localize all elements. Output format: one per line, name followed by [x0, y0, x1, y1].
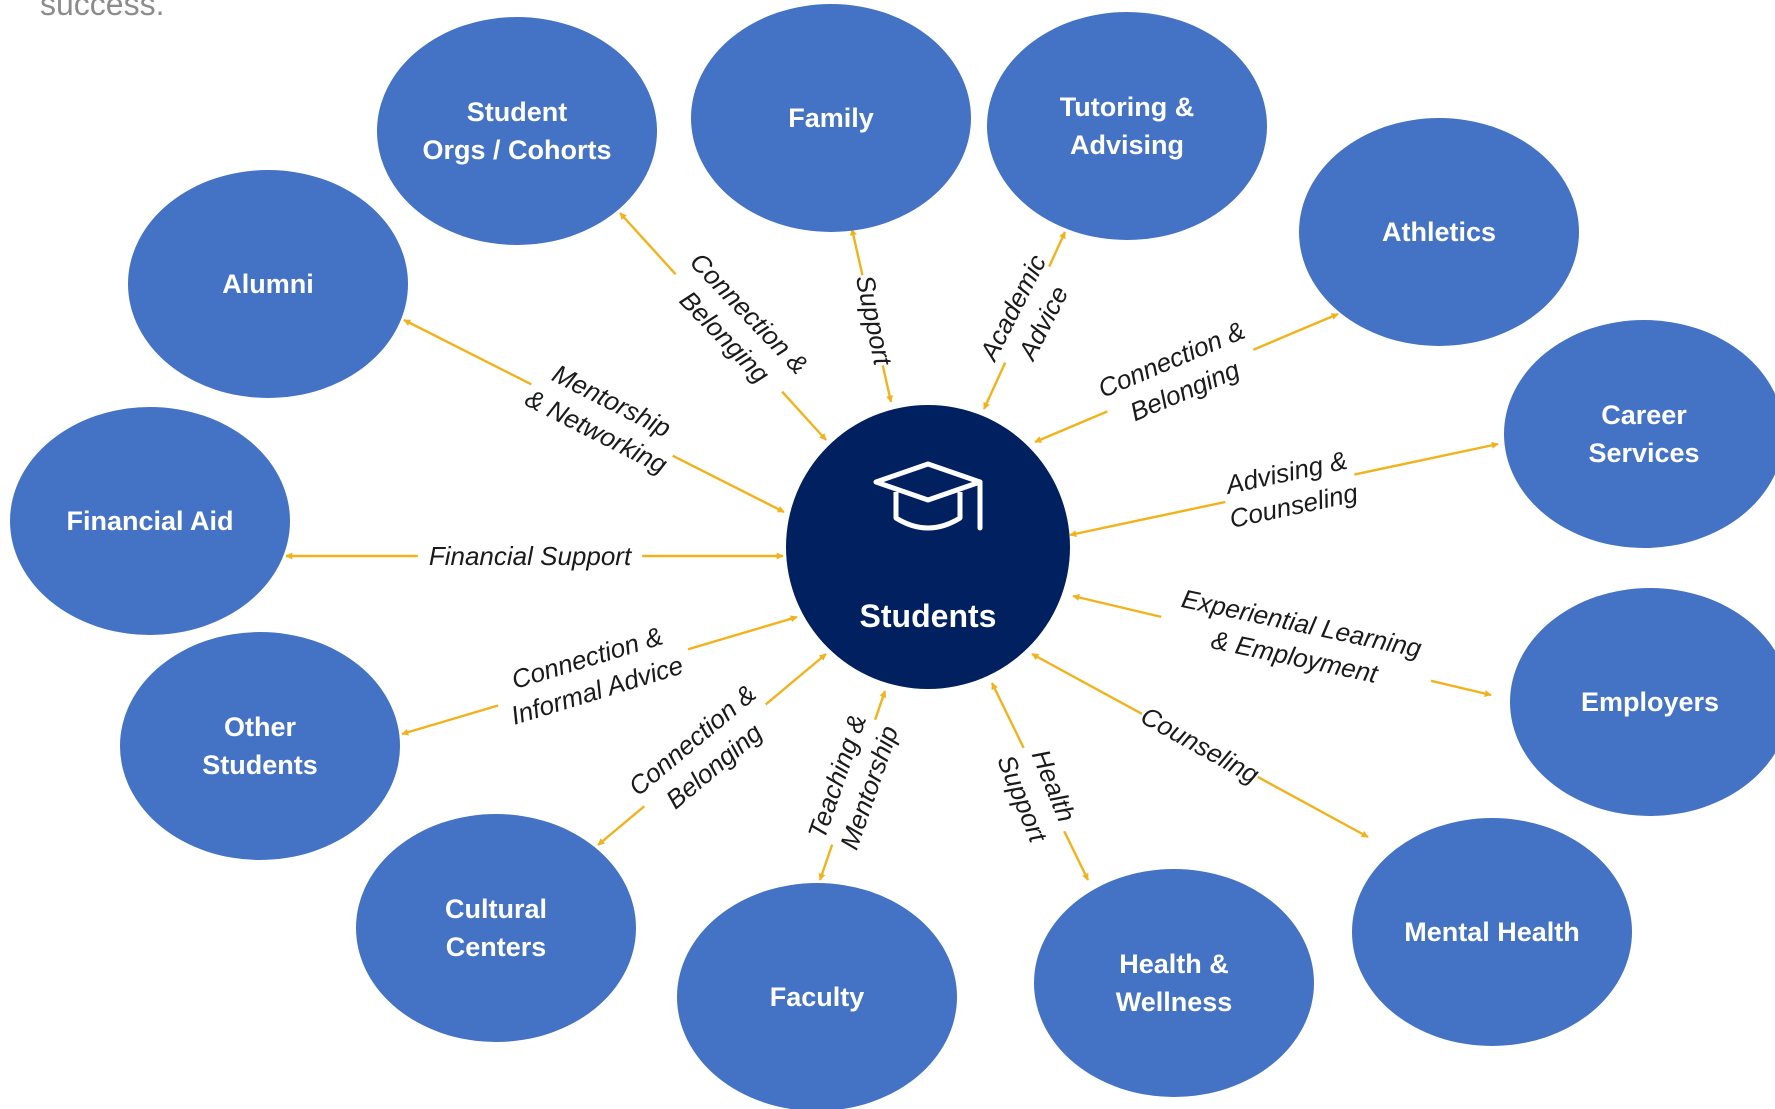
edge-label-line: Counseling: [1136, 700, 1265, 790]
node-ellipse-health-wellness: [1034, 869, 1314, 1097]
students-label: Students: [860, 598, 997, 634]
edge-label-backdrop: [619, 674, 785, 829]
intro-text: success.: [40, 0, 165, 22]
node-ellipse-mental-health: [1352, 818, 1632, 1046]
node-faculty: Faculty: [677, 883, 957, 1109]
node-label-faculty: Faculty: [770, 982, 865, 1012]
node-ellipse-other-students: [120, 632, 400, 860]
node-label-line: Athletics: [1382, 217, 1496, 247]
node-label-line: Centers: [446, 932, 547, 962]
students-hub: Students: [786, 405, 1070, 689]
edge-career-services: Advising &Counseling: [1069, 440, 1499, 538]
node-ellipse-financial-aid: [10, 407, 290, 635]
edge-label-backdrop: [991, 735, 1089, 847]
edge-label-backdrop: [1091, 310, 1264, 436]
node-financial-aid: Financial Aid: [10, 407, 290, 635]
edge-label-backdrop: [971, 251, 1081, 377]
students-hub-circle: [786, 405, 1070, 689]
node-label-line: Other: [224, 712, 297, 742]
edge-label-backdrop: [1217, 440, 1362, 535]
edge-label-backdrop: [658, 243, 818, 405]
node-label-employers: Employers: [1581, 687, 1719, 717]
node-label-line: Students: [202, 750, 318, 780]
node-label-line: Health &: [1119, 949, 1229, 979]
node-label-line: Alumni: [222, 269, 314, 299]
graduation-cap-icon: [873, 461, 983, 531]
edge-label-mental-health: Counseling: [1136, 700, 1265, 790]
edge-health-wellness: HealthSupport: [990, 682, 1090, 881]
node-label-line: Advising: [1070, 130, 1184, 160]
node-tutoring-advising: Tutoring & Advising: [987, 12, 1267, 240]
edge-label-line: Financial Support: [429, 541, 633, 571]
node-label-line: Career: [1601, 400, 1687, 430]
node-athletics: Athletics: [1299, 118, 1579, 346]
node-label-line: Wellness: [1116, 987, 1233, 1017]
node-label-line: Student: [467, 97, 568, 127]
node-label-line: Faculty: [770, 982, 865, 1012]
node-label-athletics: Athletics: [1382, 217, 1496, 247]
node-label-line: Cultural: [445, 894, 547, 924]
node-label-line: Employers: [1581, 687, 1719, 717]
edge-athletics: Connection &Belonging: [1034, 310, 1339, 444]
edge-label-backdrop: [486, 610, 697, 734]
node-label-health-wellness: Health & Wellness: [1116, 949, 1233, 1017]
node-family: Family: [691, 4, 971, 232]
node-ellipse-employers: [1510, 588, 1775, 816]
node-label-line: Mental Health: [1404, 917, 1580, 947]
node-label-tutoring-advising: Tutoring & Advising: [1060, 92, 1194, 160]
node-label-line: Tutoring &: [1060, 92, 1194, 122]
edge-label-backdrop: [417, 537, 643, 571]
node-label-line: Services: [1588, 438, 1699, 468]
edge-label-backdrop: [1155, 575, 1442, 701]
node-label-line: Family: [788, 103, 874, 133]
edge-label-backdrop: [849, 270, 903, 369]
node-label-line: Financial Aid: [66, 506, 233, 536]
edge-family: Support: [849, 228, 903, 403]
node-label-family: Family: [788, 103, 874, 133]
node-ellipse-faculty: [677, 883, 957, 1109]
node-mental-health: Mental Health: [1352, 818, 1632, 1046]
node-label-mental-health: Mental Health: [1404, 917, 1580, 947]
node-employers: Employers: [1510, 588, 1775, 816]
edge-label-backdrop: [518, 347, 691, 481]
node-ellipse-alumni: [128, 170, 408, 398]
node-label-alumni: Alumni: [222, 269, 314, 299]
edge-tutoring-advising: AcademicAdvice: [971, 231, 1081, 410]
node-label-line: Orgs / Cohorts: [422, 135, 611, 165]
node-ellipse-athletics: [1299, 118, 1579, 346]
edge-label-financial-aid: Financial Support: [429, 541, 633, 571]
edge-label-backdrop: [1135, 696, 1267, 791]
node-alumni: Alumni: [128, 170, 408, 398]
node-ellipse-tutoring-advising: [987, 12, 1267, 240]
node-ellipse-cultural-centers: [356, 814, 636, 1042]
edge-employers: Experiential Learning& Employment: [1072, 575, 1492, 701]
node-health-wellness: Health & Wellness: [1034, 869, 1314, 1097]
edge-financial-aid: Financial Support: [285, 537, 784, 571]
edge-label-backdrop: [797, 707, 905, 855]
node-ellipse-career-services: [1504, 320, 1775, 548]
node-ellipse-student-orgs: [377, 17, 657, 245]
edge-faculty: Teaching &Mentorship: [797, 690, 905, 881]
node-ellipse-family: [691, 4, 971, 232]
node-label-financial-aid: Financial Aid: [66, 506, 233, 536]
